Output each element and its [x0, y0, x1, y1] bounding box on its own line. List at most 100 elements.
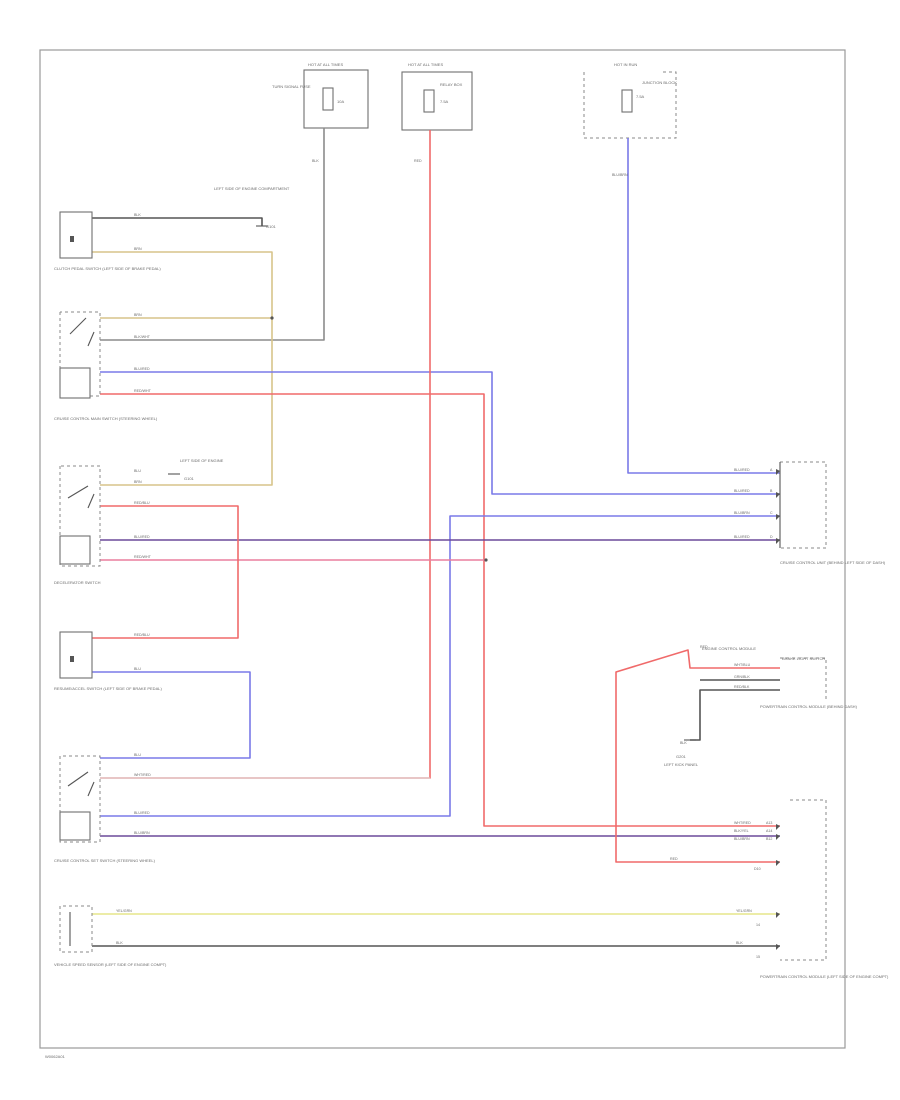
pin-label: 14 — [756, 923, 760, 927]
g201-code: G201 — [676, 754, 687, 759]
wire-label: RED — [700, 645, 708, 649]
fuse-left-name: TURN SIGNAL FUSE — [272, 84, 311, 89]
cruise-set-switch-label: CRUISE CONTROL SET SWITCH (STEERING WHEE… — [54, 858, 156, 863]
ground2-label: LEFT SIDE OF ENGINE — [180, 458, 224, 463]
splice — [270, 316, 274, 320]
fuse-middle-header: HOT AT ALL TIMES — [408, 62, 443, 67]
wire-black-ground1 — [92, 217, 263, 226]
wire-labels: BLK BRN BRN BLK/WHT BLU/RED RED/WHT BLU … — [116, 159, 752, 945]
wire-label: BLU/BRN — [134, 831, 150, 835]
pin-label: B — [770, 489, 773, 493]
resume-switch-label: RESUME/ACCEL SWITCH (LEFT SIDE OF BRAKE … — [54, 686, 162, 691]
splice — [484, 558, 488, 562]
connector-arrow-icon — [776, 834, 780, 840]
connector-arrow-icon — [776, 912, 780, 918]
pin-label: D10 — [754, 867, 761, 871]
cruise-unit-label: CRUISE CONTROL UNIT (BEHIND LEFT SIDE OF… — [780, 560, 886, 565]
wire-label: BLU — [134, 469, 141, 473]
clutch-switch: CLUTCH PEDAL SWITCH (LEFT SIDE OF BRAKE … — [54, 211, 161, 271]
fuse-right-name: JUNCTION BLOCK — [642, 80, 677, 85]
wire-label: BLK — [312, 159, 319, 163]
connector-arrow-icon — [776, 492, 780, 498]
wire-label: BLK/YEL — [734, 829, 749, 833]
pin-label: C — [770, 511, 773, 515]
connector-arrow-icon — [776, 824, 780, 830]
wire-label: RED/WHT — [134, 555, 152, 559]
wire-label: BLU/RED — [134, 535, 150, 539]
wire-label: WHT/BLU — [734, 663, 751, 667]
fuse-left-header: HOT AT ALL TIMES — [308, 62, 343, 67]
wire-red-decel — [92, 505, 239, 639]
wire-red-clutch — [100, 393, 780, 827]
ground1-code: G101 — [266, 224, 277, 229]
fuse-right-header: HOT IN RUN — [614, 62, 637, 67]
wire-label: BLU/BRN — [734, 837, 750, 841]
wire-label: RED/BLU — [134, 501, 150, 505]
cruise-main-switch-label: CRUISE CONTROL MAIN SWITCH (STEERING WHE… — [54, 416, 158, 421]
cruise-set-switch: CRUISE CONTROL SET SWITCH (STEERING WHEE… — [54, 755, 156, 863]
diagram-ref: W0062A01 — [45, 1054, 66, 1059]
wire-label: BRN — [134, 247, 142, 251]
ground2: LEFT SIDE OF ENGINE G101 — [168, 458, 224, 481]
resume-switch: RESUME/ACCEL SWITCH (LEFT SIDE OF BRAKE … — [54, 631, 162, 691]
ground-g201: G201 LEFT KICK PANEL — [664, 739, 699, 767]
connector-arrow-icon — [776, 538, 780, 544]
wire-red-fuse-middle — [100, 130, 431, 779]
fuse-middle: HOT AT ALL TIMES RELAY BOX 7.5A — [401, 62, 473, 131]
pin-label: B12 — [766, 837, 772, 841]
wire-label: RED/WHT — [134, 389, 152, 393]
wire-label: BLU/BRN — [612, 173, 628, 177]
vehicle-speed-sensor: VEHICLE SPEED SENSOR (LEFT SIDE OF ENGIN… — [54, 905, 167, 967]
pin-label: 15 — [756, 955, 760, 959]
wire-label: BLU — [134, 753, 141, 757]
engine-control-module: ENGINE CONTROL MODULE BRAKE LIGHT SWITCH… — [702, 646, 858, 709]
connector-arrow-icon — [776, 514, 780, 520]
wire-label: BLU/RED — [734, 468, 750, 472]
decelerator-switch-label: DECELERATOR SWITCH — [54, 580, 101, 585]
pin-label: A — [770, 468, 773, 472]
wire-label: BLU — [134, 667, 141, 671]
decelerator-switch: DECELERATOR SWITCH — [54, 465, 101, 585]
wire-label: RED — [670, 857, 678, 861]
wire-label: BRN — [134, 480, 142, 484]
wire-label: WHT/RED — [734, 821, 751, 825]
fuse-left: HOT AT ALL TIMES TURN SIGNAL FUSE 10A — [272, 62, 369, 129]
fuse-right: HOT IN RUN 7.5A JUNCTION BLOCK — [583, 62, 677, 139]
clutch-switch-label: CLUTCH PEDAL SWITCH (LEFT SIDE OF BRAKE … — [54, 266, 161, 271]
wire-label: BLU/RED — [134, 811, 150, 815]
wire-label: BLK — [116, 941, 123, 945]
wire-label: BLU/RED — [734, 535, 750, 539]
brake-switch-label: BRAKE LIGHT SWITCH — [782, 656, 825, 661]
wire-label: BRN — [134, 313, 142, 317]
ground1-label: LEFT SIDE OF ENGINE COMPARTMENT — [214, 186, 290, 191]
pin-label: A13 — [766, 821, 772, 825]
powertrain-control-module: A13 A14 B12 D10 14 15 POWERTRAIN CONTROL… — [754, 799, 889, 979]
pin-label: D — [770, 535, 773, 539]
wire-label: BLK — [736, 941, 743, 945]
connector-arrow-icon — [776, 860, 780, 866]
wire-label: WHT/RED — [134, 773, 151, 777]
wire-label: RED — [414, 159, 422, 163]
wire-label: BLK/WHT — [134, 335, 151, 339]
pcm-label: POWERTRAIN CONTROL MODULE (LEFT SIDE OF … — [760, 974, 889, 979]
abs-unit-label: POWERTRAIN CONTROL MODULE (BEHIND DASH) — [760, 704, 858, 709]
wire-blue-clutch — [100, 371, 780, 495]
wire-label: RED/BLU — [134, 633, 150, 637]
wire-label: RED/BLK — [734, 685, 750, 689]
wire-gray-fuse-left — [100, 128, 325, 341]
wire-label: BLK — [134, 213, 141, 217]
wire-black-g201 — [690, 689, 780, 741]
fuse-middle-name: RELAY BOX — [440, 82, 463, 87]
wire-label: BLU/BRN — [734, 511, 750, 515]
wire-blue-main — [100, 515, 780, 817]
wire-blue-resume — [92, 671, 251, 759]
pin-label: A14 — [766, 829, 772, 833]
wire-blue-fuse-right — [627, 138, 780, 474]
ground1: LEFT SIDE OF ENGINE COMPARTMENT G101 — [214, 186, 290, 229]
ground2-code: G101 — [184, 476, 195, 481]
wire-label: BLK — [680, 741, 687, 745]
ecm-label: ENGINE CONTROL MODULE — [702, 646, 756, 651]
connector-arrow-icon — [776, 944, 780, 950]
wire-label: YEL/GRN — [116, 909, 132, 913]
